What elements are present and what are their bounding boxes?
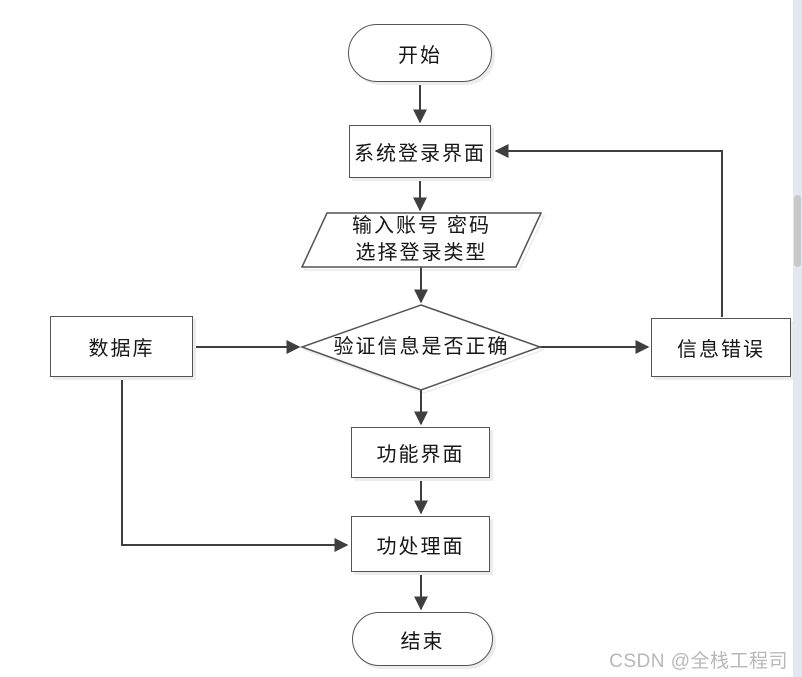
node-end-label: 结束: [400, 630, 445, 653]
scrollbar-thumb[interactable]: [794, 195, 801, 267]
node-function-ui-label: 功能界面: [376, 444, 465, 466]
scrollbar-track[interactable]: [793, 0, 802, 677]
watermark: CSDN @全栈工程司: [609, 651, 788, 672]
node-processing: 功处理面: [351, 516, 490, 572]
node-login: 系统登录界面: [349, 125, 491, 178]
node-error-label: 信息错误: [677, 339, 765, 361]
node-input-line1: 输入账号 密码: [352, 215, 491, 237]
decision-diamond-shape: [299, 304, 543, 391]
node-end: 结束: [352, 612, 493, 666]
node-processing-label: 功处理面: [376, 535, 465, 558]
node-function-ui: 功能界面: [351, 427, 490, 478]
node-input: 输入账号 密码 选择登录类型: [302, 213, 541, 267]
node-database: 数据库: [50, 316, 193, 377]
node-login-label: 系统登录界面: [354, 143, 486, 165]
node-error: 信息错误: [651, 318, 791, 377]
edge-database-processing: [121, 377, 349, 552]
node-database-label: 数据库: [88, 338, 155, 360]
node-verify: 验证信息是否正确: [303, 305, 540, 390]
io-parallelogram-shape: [300, 212, 543, 268]
node-start-label: 开始: [398, 44, 442, 67]
node-input-line2: 选择登录类型: [355, 242, 488, 264]
node-verify-label: 验证信息是否正确: [333, 336, 510, 358]
edge-error-login: [494, 144, 723, 317]
node-start: 开始: [348, 24, 492, 82]
